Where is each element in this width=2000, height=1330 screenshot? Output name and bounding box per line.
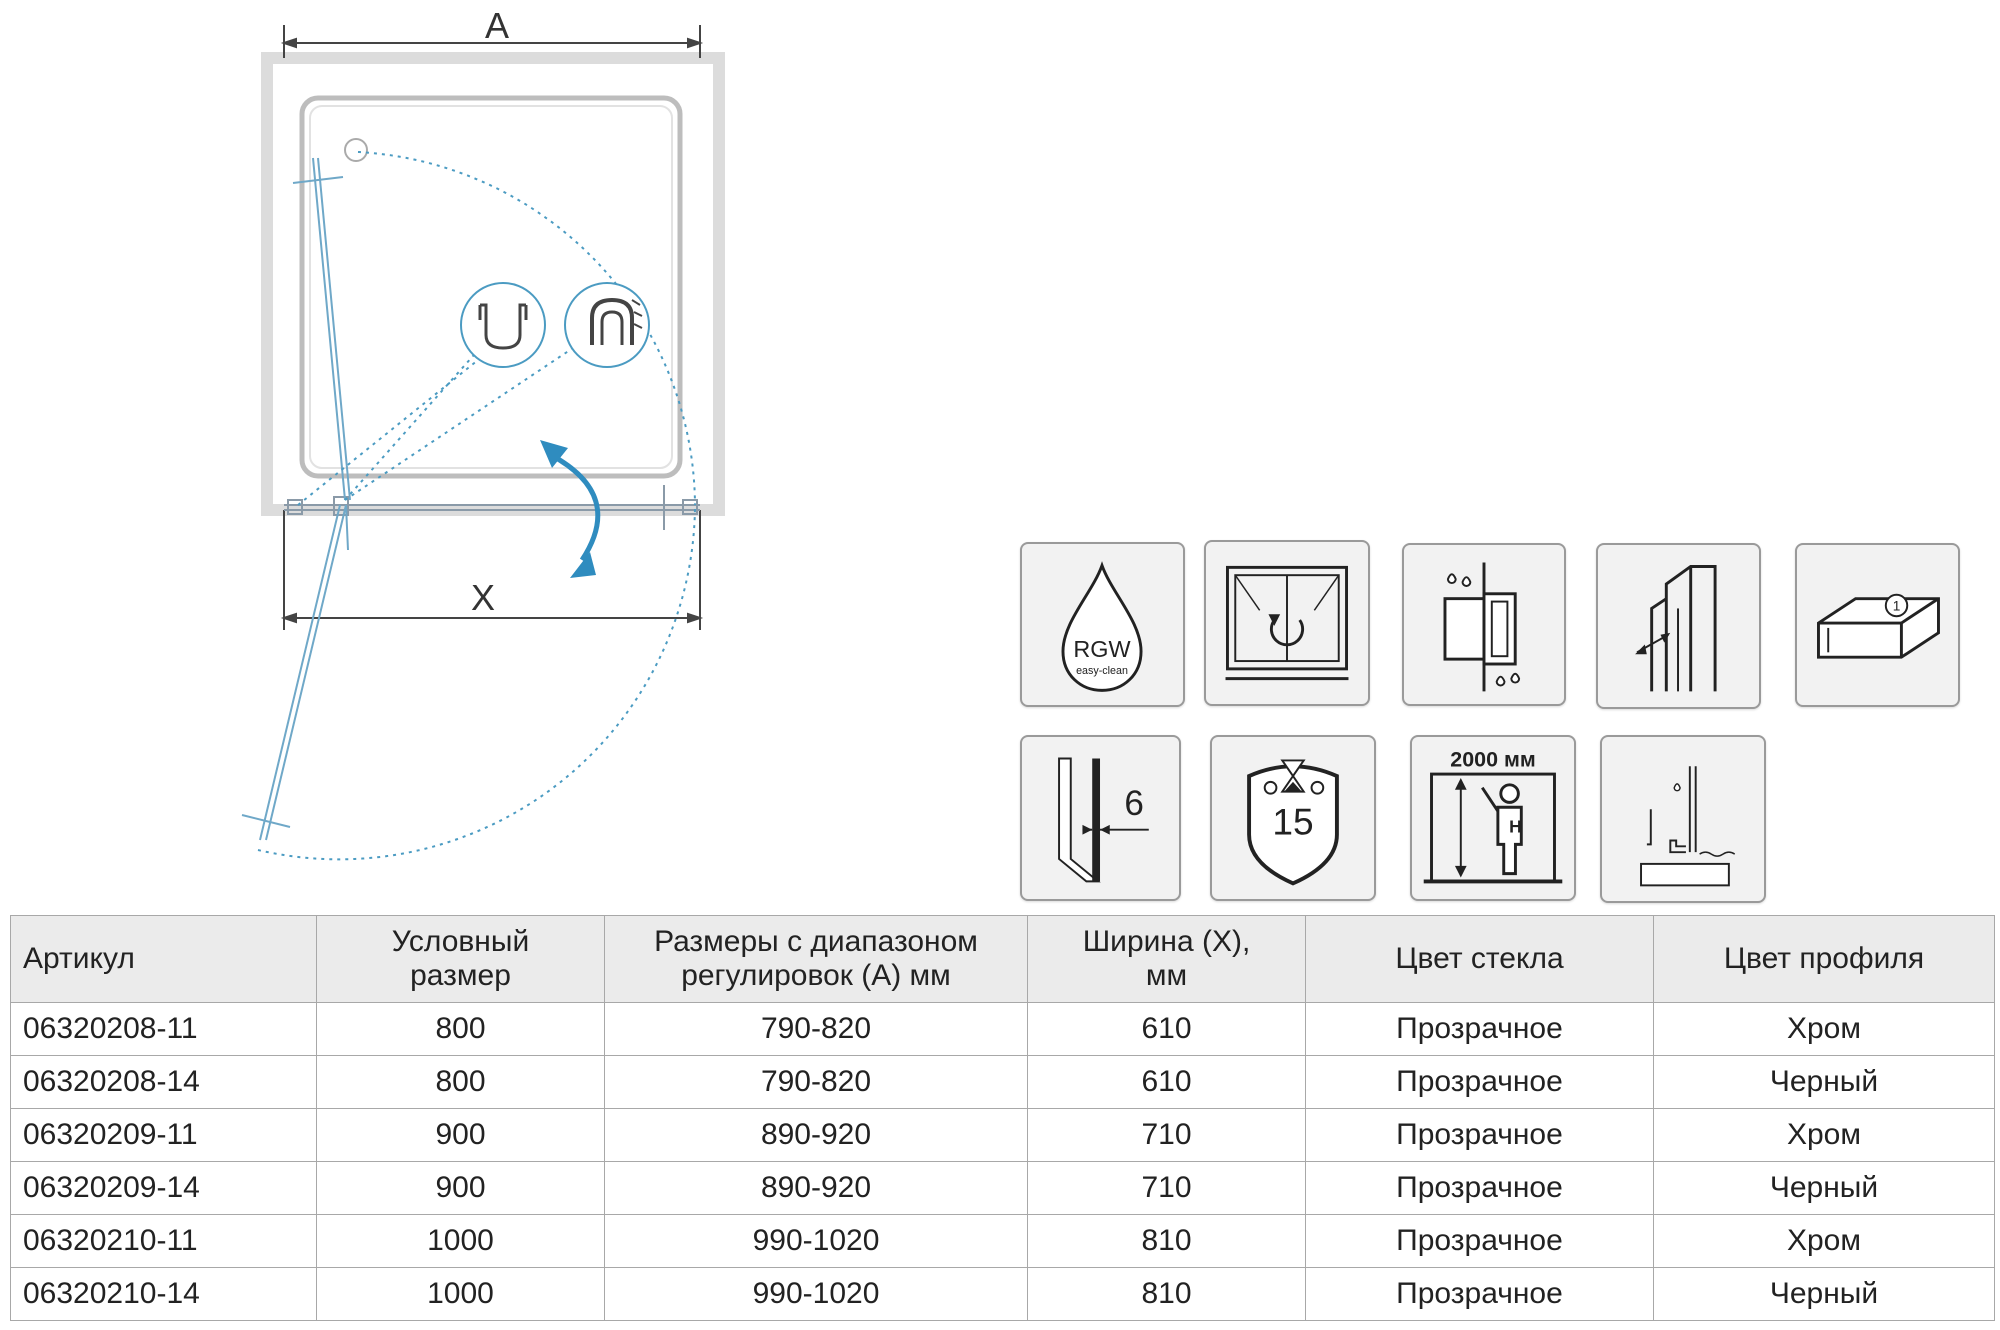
shower-plan-diagram: A X [241, 5, 725, 861]
cell-size: 900 [316, 1161, 605, 1215]
icon-tile-rgw-easy-clean: RGW easy-clean [1020, 542, 1185, 707]
cell-profile: Хром [1653, 1002, 1995, 1056]
height-person-icon: 2000 мм H [1423, 747, 1563, 884]
icon-tile-reversible-door [1204, 540, 1370, 706]
cell-profile: Хром [1653, 1108, 1995, 1162]
warranty-shield-icon: 15 [1247, 759, 1339, 886]
dimension-a [280, 25, 704, 58]
header-profile-color: Цвет профиля [1653, 915, 1995, 1003]
cell-glass: Прозрачное [1305, 1267, 1654, 1321]
cell-width: 810 [1027, 1267, 1306, 1321]
cell-size: 900 [316, 1108, 605, 1162]
icon-tile-tray-seal [1600, 735, 1766, 903]
table-row: 06320209-11 900 890-920 710 Прозрачное Х… [10, 1108, 1995, 1162]
header-article: Артикул [10, 915, 317, 1003]
reversible-door-icon [1225, 565, 1349, 681]
height-value: 2000 мм [1450, 747, 1535, 771]
easy-clean-label: easy-clean [1076, 665, 1128, 677]
cell-article: 06320208-14 [10, 1055, 317, 1109]
cell-range: 790-820 [604, 1002, 1028, 1056]
cell-size: 800 [316, 1055, 605, 1109]
cell-range: 890-920 [604, 1161, 1028, 1215]
header-nominal-size: Условный размер [316, 915, 605, 1003]
rgw-label: RGW [1073, 636, 1131, 662]
cell-profile: Черный [1653, 1267, 1995, 1321]
icon-tile-package: 1 [1795, 543, 1960, 707]
drain [344, 138, 368, 162]
cell-size: 800 [316, 1002, 605, 1056]
hinge-icon [1443, 562, 1521, 692]
icon-tile-warranty: 15 [1210, 735, 1376, 901]
dimension-x-label: X [471, 577, 495, 618]
header-adjustment-range: Размеры с диапазоном регулировок (А) мм [604, 915, 1028, 1003]
cell-width: 710 [1027, 1161, 1306, 1215]
cell-article: 06320209-14 [10, 1161, 317, 1215]
cell-article: 06320209-11 [10, 1108, 317, 1162]
swing-direction-arrow [540, 440, 601, 578]
glass-thickness-icon: 6 [1058, 757, 1149, 883]
cell-glass: Прозрачное [1305, 1002, 1654, 1056]
cell-width: 710 [1027, 1108, 1306, 1162]
cell-article: 06320210-11 [10, 1214, 317, 1268]
package-box-icon: 1 [1817, 593, 1940, 659]
glass-thickness-value: 6 [1124, 784, 1144, 823]
glass-door-lines [241, 157, 351, 841]
table-row: 06320210-11 1000 990-1020 810 Прозрачное… [10, 1214, 1995, 1268]
cell-range: 990-1020 [604, 1214, 1028, 1268]
cell-size: 1000 [316, 1214, 605, 1268]
cell-glass: Прозрачное [1305, 1055, 1654, 1109]
header-glass-color: Цвет стекла [1305, 915, 1654, 1003]
cell-article: 06320210-14 [10, 1267, 317, 1321]
shower-tray [299, 95, 683, 479]
cell-range: 890-920 [604, 1108, 1028, 1162]
icon-tile-wall-profile [1596, 543, 1761, 709]
cell-article: 06320208-11 [10, 1002, 317, 1056]
table-row: 06320208-11 800 790-820 610 Прозрачное Х… [10, 1002, 1995, 1056]
header-width: Ширина (Х), мм [1027, 915, 1306, 1003]
warranty-years: 15 [1272, 801, 1313, 843]
cell-profile: Хром [1653, 1214, 1995, 1268]
cell-size: 1000 [316, 1267, 605, 1321]
specification-table: Артикул Условный размер Размеры с диапаз… [10, 915, 1995, 1321]
cell-range: 990-1020 [604, 1267, 1028, 1321]
cell-glass: Прозрачное [1305, 1161, 1654, 1215]
table-row: 06320209-14 900 890-920 710 Прозрачное Ч… [10, 1161, 1995, 1215]
cell-glass: Прозрачное [1305, 1108, 1654, 1162]
icon-tile-hinge [1402, 543, 1566, 706]
table-row: 06320210-14 1000 990-1020 810 Прозрачное… [10, 1267, 1995, 1321]
cell-width: 810 [1027, 1214, 1306, 1268]
dimension-x [280, 510, 704, 630]
seal-detail-right [564, 282, 650, 368]
cell-width: 610 [1027, 1002, 1306, 1056]
icon-tile-glass-thickness: 6 [1020, 735, 1181, 901]
dimension-a-label: A [485, 5, 509, 46]
table-row: 06320208-14 800 790-820 610 Прозрачное Ч… [10, 1055, 1995, 1109]
cell-profile: Черный [1653, 1161, 1995, 1215]
icon-tile-height: 2000 мм H [1410, 735, 1576, 901]
height-symbol: H [1509, 817, 1522, 837]
cell-width: 610 [1027, 1055, 1306, 1109]
water-drop-icon: RGW easy-clean [1061, 561, 1143, 692]
package-count: 1 [1893, 598, 1901, 613]
tray-seal-icon [1640, 766, 1736, 887]
cell-range: 790-820 [604, 1055, 1028, 1109]
table-header-row: Артикул Условный размер Размеры с диапаз… [10, 915, 1995, 1003]
seal-detail-left [460, 282, 546, 368]
wall-profile-adjustment-icon [1635, 565, 1717, 692]
bottom-profile [284, 485, 700, 530]
cell-glass: Прозрачное [1305, 1214, 1654, 1268]
cell-profile: Черный [1653, 1055, 1995, 1109]
